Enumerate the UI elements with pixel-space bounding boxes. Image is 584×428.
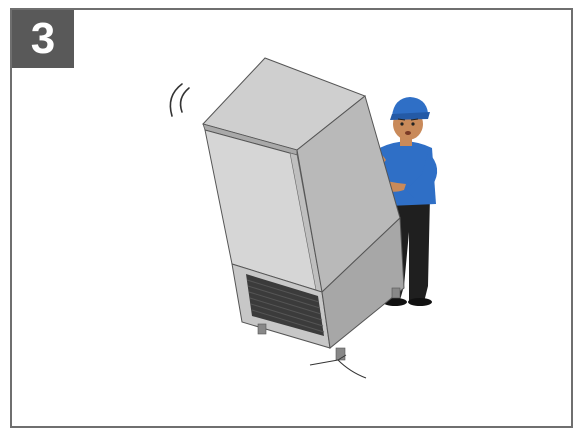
tilt-motion-icon <box>170 84 189 116</box>
blast-chiller-cabinet <box>203 58 404 360</box>
